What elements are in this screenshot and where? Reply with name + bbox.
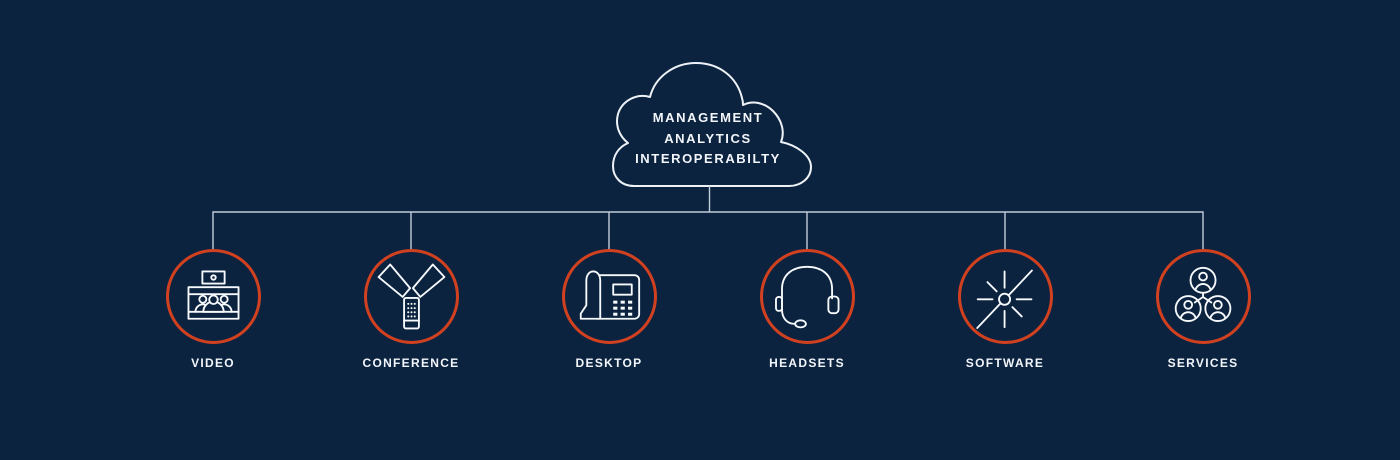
node-video: VIDEO	[133, 249, 293, 370]
headset-icon	[774, 265, 839, 329]
video-conference-icon	[187, 270, 239, 320]
node-services: SERVICES	[1123, 249, 1283, 370]
software-spark-icon	[975, 269, 1033, 329]
node-conference: CONFERENCE	[331, 249, 491, 370]
node-label-desktop: DESKTOP	[575, 356, 643, 370]
node-label-software: SOFTWARE	[965, 356, 1045, 370]
cloud-outline	[612, 62, 812, 187]
desk-phone-icon	[579, 270, 640, 320]
node-label-video: VIDEO	[191, 356, 235, 370]
conference-circle	[363, 249, 459, 344]
services-circle	[1155, 249, 1251, 344]
cloud-line-interoperability: INTEROPERABILTY	[635, 151, 781, 166]
cloud-line-analytics: ANALYTICS	[664, 130, 752, 146]
node-software: SOFTWARE	[925, 249, 1085, 370]
node-headsets: HEADSETS	[727, 249, 887, 370]
software-circle	[957, 249, 1053, 344]
node-label-conference: CONFERENCE	[362, 356, 460, 370]
video-circle	[165, 249, 261, 344]
tree-connectors	[212, 186, 1204, 250]
node-label-services: SERVICES	[1167, 356, 1239, 370]
people-network-icon	[1174, 266, 1231, 322]
headsets-circle	[759, 249, 855, 344]
cloud-line-management: MANAGEMENT	[652, 110, 764, 125]
node-desktop: DESKTOP	[529, 249, 689, 370]
conference-phone-icon	[377, 263, 445, 330]
desktop-circle	[561, 249, 657, 344]
cloud-text: MANAGEMENT ANALYTICS INTEROPERABILTY	[598, 108, 818, 170]
node-label-headsets: HEADSETS	[769, 356, 845, 370]
